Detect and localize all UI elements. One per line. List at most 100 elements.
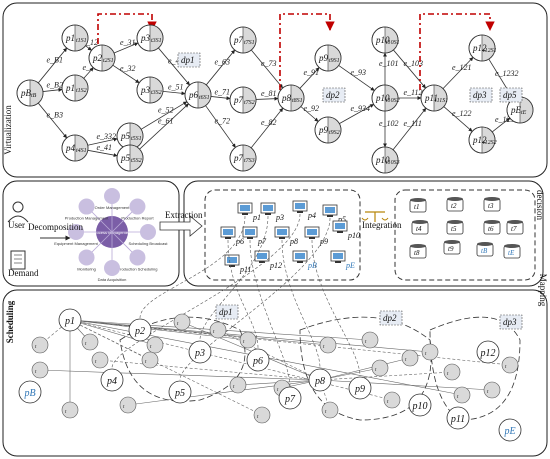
node-process-label: p6: [188, 90, 199, 100]
node-task-label: t4S1: [76, 147, 87, 154]
top-edge: [87, 137, 118, 146]
top-edge: [393, 49, 426, 89]
task-node-label: t: [457, 395, 459, 400]
top-edge: [250, 49, 284, 89]
computer-icon: pB: [292, 250, 317, 270]
node-task-label: t2S1: [103, 58, 114, 64]
schedule-node-label: p12: [480, 348, 496, 359]
edge-label: e_332: [97, 132, 117, 141]
decision-label: dp3: [473, 90, 487, 100]
extraction-label: Extraction: [165, 210, 203, 220]
node-task-label: t3S1: [151, 38, 162, 44]
task-node: [61, 401, 79, 419]
computer-icon: p9: [304, 226, 328, 246]
node-task-label: t9S2: [329, 130, 340, 136]
decision-label: dp2: [326, 90, 340, 100]
hub-module-label: Scheduling Broadcast: [129, 241, 169, 246]
task-node: [371, 359, 389, 377]
node-process-label: p9: [318, 53, 329, 63]
task-node: [229, 376, 247, 394]
hub-module-label: Order Management: [95, 205, 131, 210]
task-node: [81, 333, 99, 351]
task-icon: t5: [446, 220, 464, 235]
node-process-label: p9: [318, 125, 329, 135]
computer-label: pB: [307, 261, 317, 270]
schedule-node-label: pE: [503, 426, 515, 437]
task-node: [146, 336, 164, 354]
computer-label: p5: [337, 215, 346, 224]
extraction-arrow: [159, 215, 203, 237]
computer-icon: pE: [330, 250, 355, 270]
hub-module-label: Equipment Management: [54, 241, 98, 246]
task-node-label: t: [277, 388, 279, 393]
hub-module: [104, 188, 120, 204]
computer-label: p8: [289, 237, 298, 246]
edge-label: e_42: [168, 57, 184, 66]
node-process-label: p7: [233, 95, 244, 105]
hub-module: [129, 198, 146, 215]
virtualization-label: Virtualization: [3, 105, 13, 155]
edge-label: e_63: [215, 58, 231, 67]
computer-icon: p4: [292, 200, 316, 220]
feedback-loop: [419, 13, 495, 90]
node-task-label: t7S2: [244, 100, 255, 106]
task-label: t2: [451, 202, 457, 210]
schedule-node: p4: [100, 368, 124, 392]
edge-label: e_81: [261, 89, 277, 98]
schedule-node: p8: [308, 368, 332, 392]
edge-label: e_52: [158, 106, 174, 115]
top-edge: [112, 64, 140, 84]
computer-icon: p8: [274, 226, 298, 246]
schedule-edge: [217, 329, 321, 381]
top-edge: [139, 103, 189, 150]
feedback-loop: [97, 13, 157, 58]
node-task-label: t7S1: [244, 40, 255, 46]
task-node-label: t: [447, 372, 449, 377]
top-edge: [42, 87, 63, 92]
node-task-label: t8S1: [292, 98, 303, 104]
node-process-label: p11: [424, 93, 438, 103]
task-pool: [394, 189, 536, 281]
demand-label: Demand: [8, 268, 39, 278]
top-edge: [339, 104, 375, 124]
task-label: t9: [448, 245, 454, 253]
hub-module-label: Production Management: [65, 216, 109, 221]
task-node: [319, 336, 337, 354]
task-node-label: t: [375, 368, 377, 373]
edge-label: e_112: [404, 88, 423, 97]
edge-label: e_82: [261, 118, 277, 127]
node-process-label: p10: [375, 155, 390, 165]
task-icon: t3: [483, 197, 501, 212]
top-edge: [392, 107, 427, 151]
extraction-panel: [183, 180, 544, 287]
hub-module: [140, 224, 156, 240]
top-edges: e_B1e_B2e_B3e_12e_21e_31e_32e_332e_41e_4…: [37, 13, 519, 157]
task-label: t4: [416, 225, 422, 233]
computer-label: p3: [275, 213, 284, 222]
task-label: t7: [511, 225, 517, 233]
task-node-label: t: [325, 410, 327, 415]
node-process-label: p3: [140, 33, 151, 43]
edge-label: e_B3: [47, 111, 63, 120]
mapping-label: Mapping: [538, 274, 548, 307]
hub-module-label: Monitoring: [77, 266, 96, 271]
computer-icon: p5: [322, 204, 346, 224]
task-node-label: t: [177, 322, 179, 327]
schedule-node-label: p2: [134, 326, 145, 337]
mapping-edge: [227, 239, 259, 349]
task-icon: t2: [446, 197, 464, 212]
task-node: [31, 336, 49, 354]
computer-pool: [204, 189, 361, 281]
schedule-edge: [69, 319, 263, 416]
top-panel: [2, 2, 548, 178]
schedule-edge: [39, 369, 321, 382]
schedule-edge: [319, 371, 453, 382]
node-process-label: p7: [233, 35, 244, 45]
